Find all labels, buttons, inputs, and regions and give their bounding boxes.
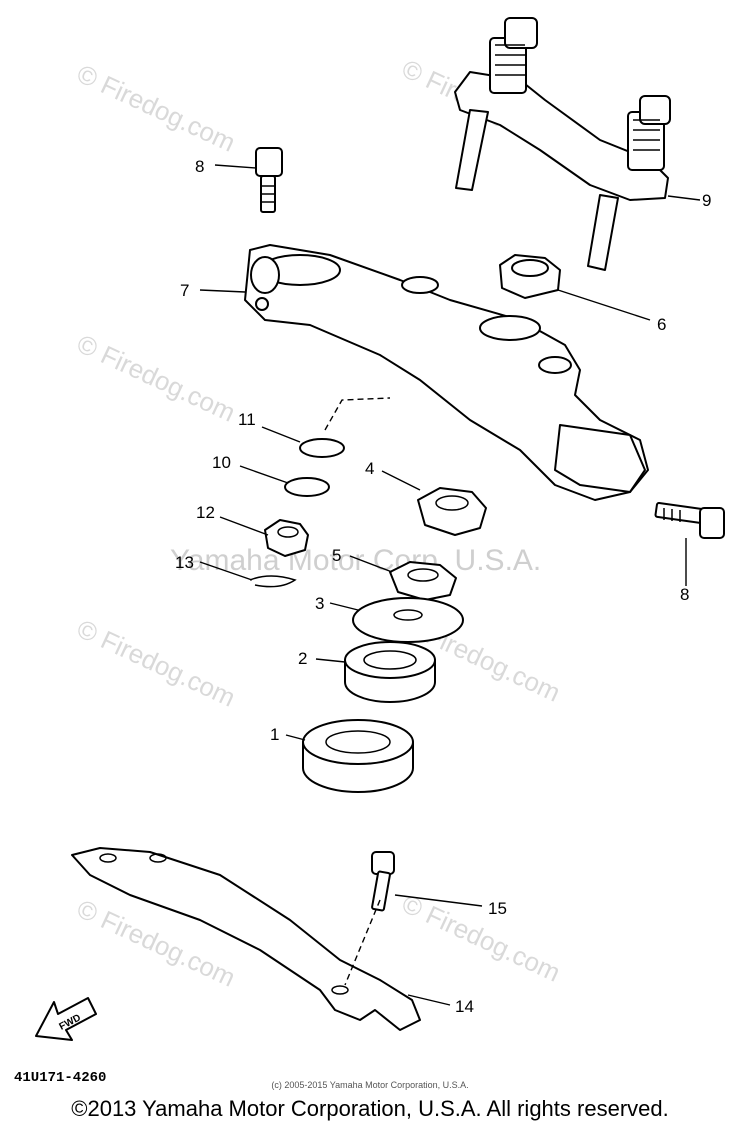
part-6-nut xyxy=(499,254,561,299)
watermark-8: © Firedog.com xyxy=(397,888,565,987)
callout-2: 2 xyxy=(298,649,307,668)
part-2-bearing xyxy=(344,641,436,703)
part-3-washer xyxy=(352,597,464,643)
callout-1: 1 xyxy=(270,725,279,744)
fwd-arrow-icon: FWD xyxy=(35,997,97,1041)
part-8-bolt-right xyxy=(654,501,725,539)
part-14-lower-cover xyxy=(71,847,421,1031)
part-11-lock-washer xyxy=(299,438,345,458)
callout-numbers: 8 7 9 6 11 10 12 13 4 5 3 2 1 8 15 14 xyxy=(175,157,711,1016)
callout-5: 5 xyxy=(332,546,341,565)
watermark-5: © Firedog.com xyxy=(72,613,240,712)
part-1-bearing xyxy=(302,719,414,793)
part-7-lower-bracket xyxy=(244,244,649,501)
watermark-3: © Firedog.com xyxy=(72,328,240,427)
part-13-cotter-pin xyxy=(249,575,297,588)
callout-10: 10 xyxy=(212,453,231,472)
part-5-castle-nut xyxy=(389,561,457,601)
small-copyright: (c) 2005-2015 Yamaha Motor Corporation, … xyxy=(271,1080,469,1090)
callout-3: 3 xyxy=(315,594,324,613)
part-12-nut xyxy=(264,519,309,557)
part-4-castle-nut xyxy=(417,487,487,536)
part-15-bolt xyxy=(371,851,395,912)
diagram-code: 41U171-4260 xyxy=(14,1070,107,1086)
callout-14: 14 xyxy=(455,997,474,1016)
watermark-1: © Firedog.com xyxy=(72,58,240,157)
watermark-main: Yamaha Motor Corp, U.S.A. xyxy=(170,544,541,577)
callout-9: 9 xyxy=(702,191,711,210)
part-10-washer xyxy=(284,477,330,497)
callout-7: 7 xyxy=(180,281,189,300)
callout-13: 13 xyxy=(175,553,194,572)
callout-8-top: 8 xyxy=(195,157,204,176)
callout-6: 6 xyxy=(657,315,666,334)
callout-11: 11 xyxy=(238,410,256,429)
part-8-bolt-top xyxy=(255,147,283,213)
leader-lines xyxy=(199,164,701,1006)
callout-12: 12 xyxy=(196,503,215,522)
part-9-upper-bracket xyxy=(454,17,671,271)
callout-8-right: 8 xyxy=(680,585,689,604)
callout-4: 4 xyxy=(365,459,374,478)
footer-copyright: ©2013 Yamaha Motor Corporation, U.S.A. A… xyxy=(71,1096,669,1121)
callout-15: 15 xyxy=(488,899,507,918)
